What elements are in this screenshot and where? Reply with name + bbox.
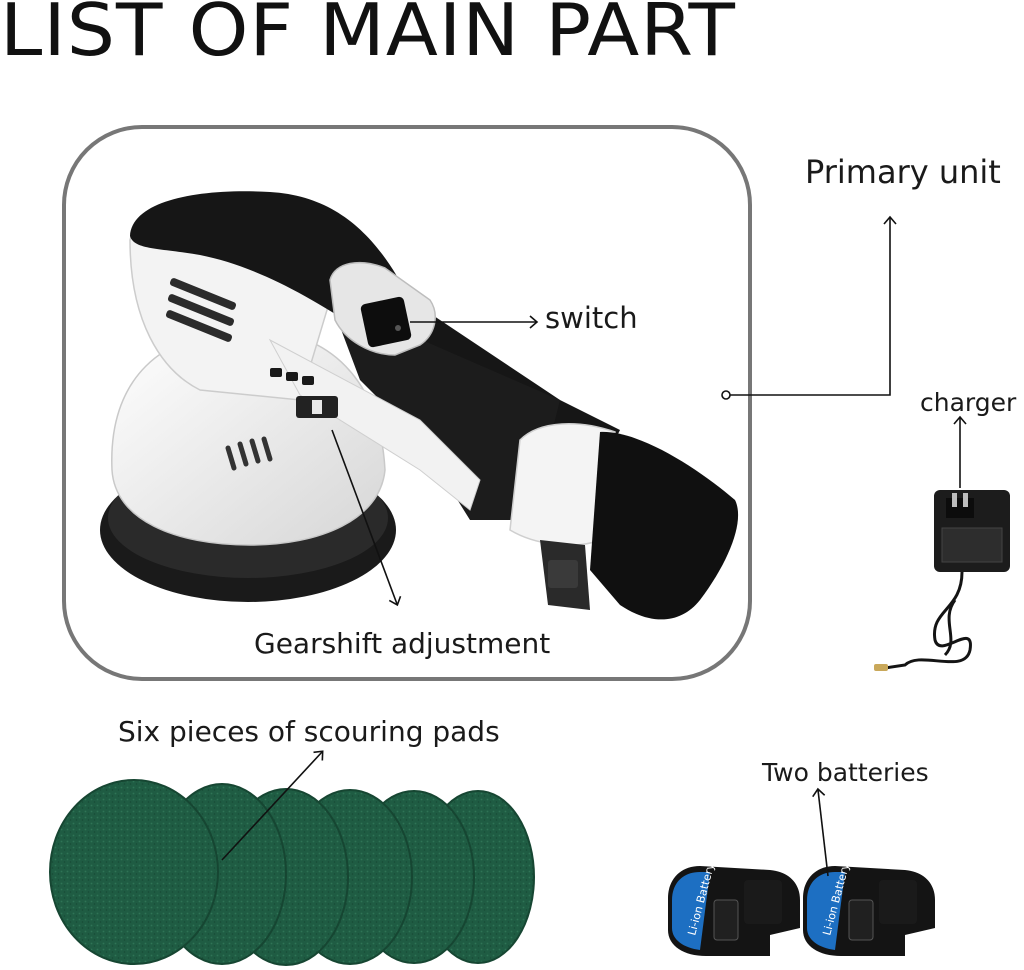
page-title: LIST OF MAIN PART (0, 0, 736, 72)
rear-vent-icon (165, 278, 237, 342)
battery-right-image: Li-ion Battery (803, 861, 935, 956)
polisher-image (100, 191, 739, 620)
batteries-arrow-icon (812, 787, 829, 877)
battery-left-image: Li-ion Battery (668, 861, 800, 956)
gearshift-label: Gearshift adjustment (254, 627, 551, 660)
scouring-pads-label: Six pieces of scouring pads (118, 715, 500, 748)
batteries-label: Two batteries (762, 758, 929, 787)
connector-dot-icon (721, 390, 731, 400)
switch-label: switch (545, 301, 638, 335)
primary-unit-label: Primary unit (805, 153, 1001, 191)
switch-icon (360, 296, 412, 348)
primary-unit-frame (62, 125, 752, 681)
charger-image (874, 490, 1010, 671)
vent-icon (225, 436, 273, 471)
primary-unit-arrow-icon (730, 215, 897, 396)
scouring-pads-image (49, 779, 535, 966)
scouring-pads-arrow-icon (221, 750, 324, 861)
pad-1 (49, 779, 219, 965)
gearshift-arrow-icon (331, 429, 402, 607)
charger-label: charger (920, 388, 1017, 417)
